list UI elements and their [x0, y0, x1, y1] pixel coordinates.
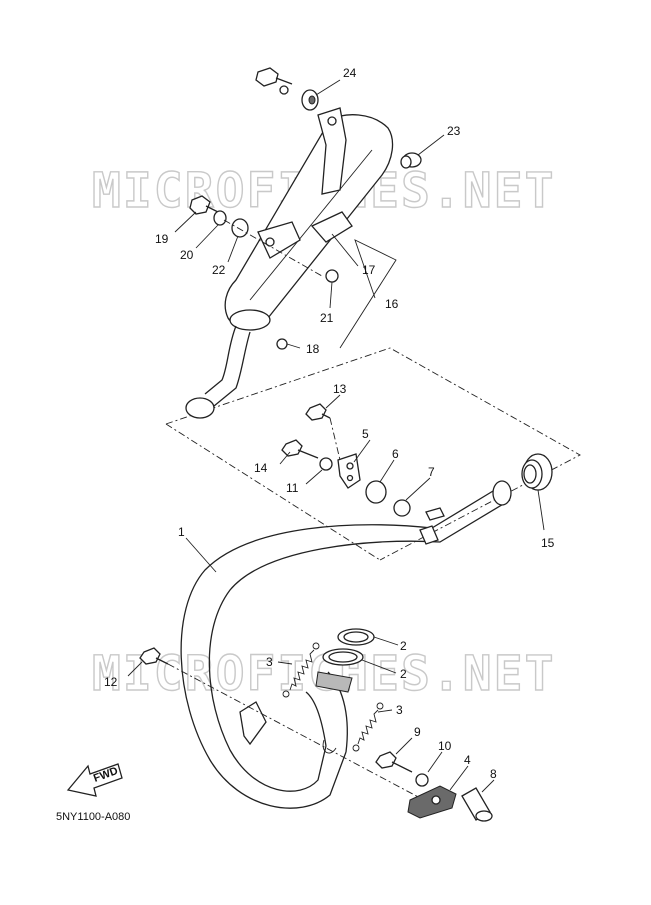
callout-14: 14	[254, 461, 268, 475]
hook-clip	[322, 739, 337, 754]
spring-3-left	[282, 642, 320, 698]
collar-23	[400, 152, 422, 169]
silencer-frame-edge	[165, 423, 381, 561]
silencer-frame	[165, 347, 581, 561]
callout-5: 5	[362, 427, 369, 441]
washer-11	[319, 457, 333, 471]
callout-4: 4	[464, 753, 471, 767]
callout-21: 21	[320, 311, 334, 325]
callout-23: 23	[447, 124, 461, 138]
washer-20	[213, 210, 227, 226]
damper-22	[231, 218, 249, 238]
washer-10	[415, 773, 429, 787]
exhaust-joint	[315, 671, 353, 693]
bolt-14	[281, 439, 319, 459]
collar-8	[461, 787, 493, 822]
leader-lines	[127, 79, 545, 793]
fwd-arrow-icon: FWD	[66, 763, 123, 797]
bolt-19	[189, 195, 219, 215]
gasket-15	[521, 453, 553, 491]
screw-18	[276, 338, 288, 350]
exhaust-pipe	[180, 480, 512, 809]
bolt-9	[375, 751, 413, 773]
callout-7: 7	[428, 465, 435, 479]
callout-2-bottom: 2	[400, 667, 407, 681]
collar-7	[393, 499, 411, 517]
bracket-5	[337, 453, 361, 489]
callout-10: 10	[438, 739, 452, 753]
callout-15: 15	[541, 536, 555, 550]
spring-3-right	[352, 702, 384, 752]
bolt-13	[305, 403, 331, 421]
callout-1: 1	[178, 525, 185, 539]
damper-6	[365, 480, 387, 504]
callout-16: 16	[385, 297, 399, 311]
diagram-code: 5NY1100-A080	[56, 811, 130, 823]
washer-top	[279, 85, 289, 95]
callout-3-left: 3	[266, 655, 273, 669]
silencer	[185, 107, 394, 419]
callout-3-right: 3	[396, 703, 403, 717]
bracket-4	[407, 785, 457, 819]
callout-22: 22	[212, 263, 226, 277]
bolt-12	[139, 647, 169, 665]
callout-11: 11	[286, 481, 299, 495]
bolt-top	[255, 67, 293, 87]
callout-12: 12	[104, 675, 118, 689]
collar-21	[325, 269, 339, 283]
callout-17: 17	[362, 263, 376, 277]
callout-13: 13	[333, 382, 347, 396]
callout-9: 9	[414, 725, 421, 739]
callout-2-top: 2	[400, 639, 407, 653]
callout-19: 19	[155, 232, 169, 246]
callout-24: 24	[343, 66, 357, 80]
callout-8: 8	[490, 767, 497, 781]
callout-18: 18	[306, 342, 320, 356]
callout-6: 6	[392, 447, 399, 461]
callout-20: 20	[180, 248, 194, 262]
